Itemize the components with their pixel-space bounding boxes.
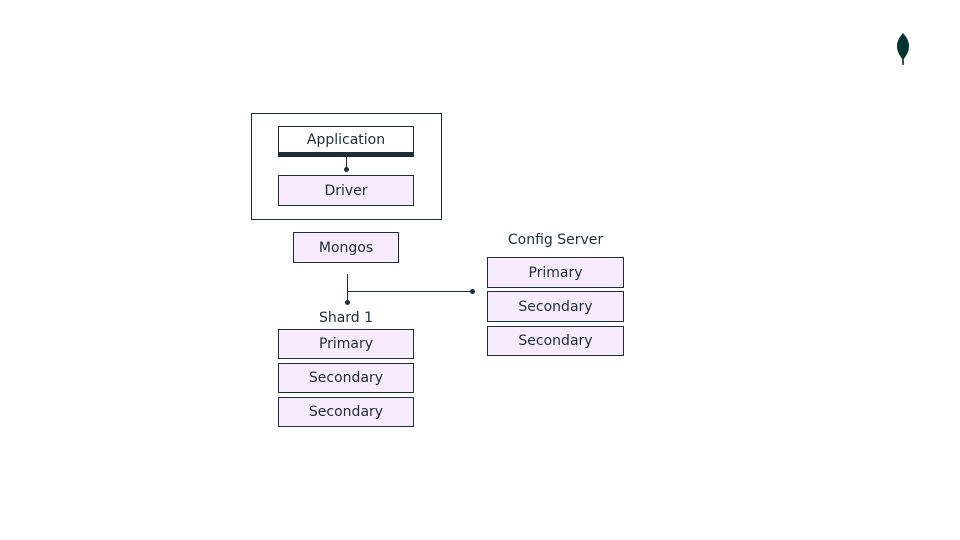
- application-driver-connector: [346, 157, 347, 169]
- config-server-title: Config Server: [507, 232, 604, 248]
- config-member-secondary: Secondary: [487, 291, 624, 322]
- mongos-shard-connector: [347, 274, 348, 302]
- config-member-label: Primary: [528, 264, 583, 281]
- mongos-label: Mongos: [318, 239, 374, 256]
- application-box: Application: [278, 126, 414, 157]
- config-member-label: Secondary: [518, 333, 593, 349]
- config-member-primary: Primary: [487, 257, 624, 288]
- connector-dot: [345, 300, 350, 305]
- connector-dot: [344, 167, 349, 172]
- mongos-box: Mongos: [293, 232, 399, 263]
- mongos-config-connector: [347, 291, 473, 292]
- driver-box: Driver: [278, 175, 414, 206]
- shard-member-secondary: Secondary: [278, 397, 414, 427]
- shard-member-secondary: Secondary: [278, 363, 414, 393]
- application-label: Application: [306, 131, 386, 148]
- connector-dot: [470, 289, 475, 294]
- shard-member-label: Primary: [318, 336, 374, 352]
- leaf-icon: [896, 33, 910, 65]
- client-container: [251, 113, 442, 220]
- shard-member-label: Secondary: [308, 370, 384, 386]
- shard-member-primary: Primary: [278, 329, 414, 359]
- config-member-label: Secondary: [518, 298, 593, 315]
- shard-member-label: Secondary: [308, 404, 384, 420]
- shard-title: Shard 1: [318, 310, 374, 326]
- config-member-secondary: Secondary: [487, 326, 624, 356]
- driver-label: Driver: [324, 182, 368, 199]
